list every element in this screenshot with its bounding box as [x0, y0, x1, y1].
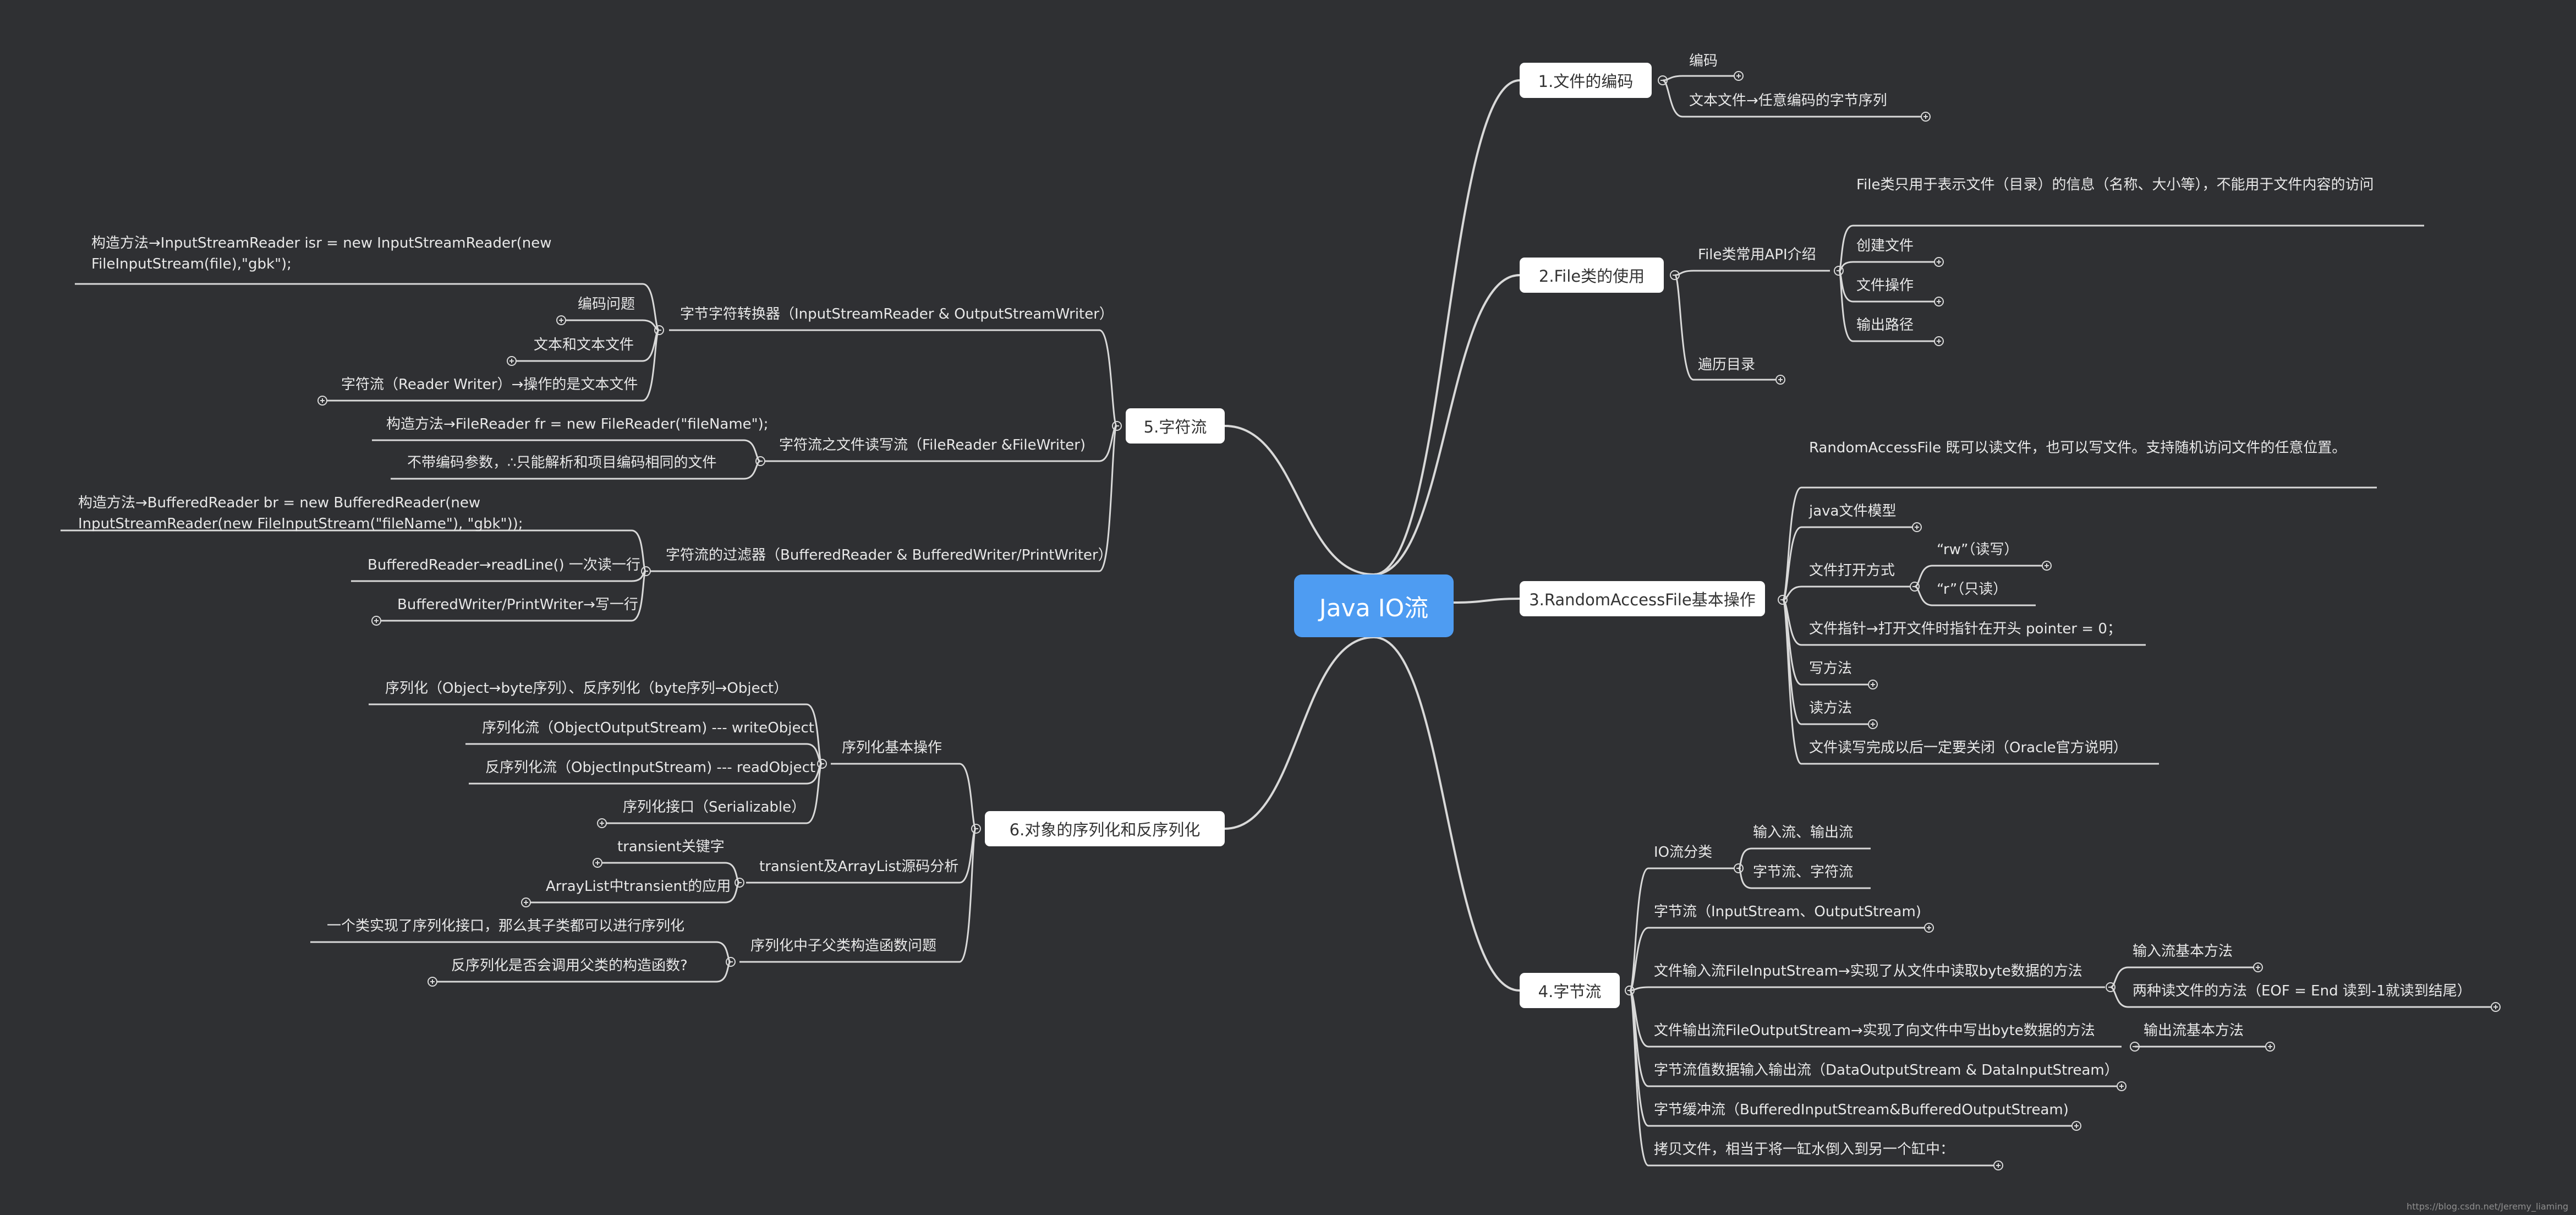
- b6-serialization-def: 序列化（Object→byte序列）、反序列化（byte序列→Object）: [385, 680, 788, 697]
- branch-file-encoding[interactable]: 1.文件的编码: [1520, 63, 1652, 98]
- b4-fileoutputstream: 文件输出流FileOutputStream→实现了向文件中写出byte数据的方法: [1654, 1022, 2095, 1039]
- b3-close-note: 文件读写完成以后一定要关闭（Oracle官方说明）: [1809, 740, 2128, 756]
- branch-file-class[interactable]: 2.File类的使用: [1520, 258, 1664, 293]
- connector-line: [1629, 927, 1649, 992]
- connector-line: [2110, 966, 2129, 988]
- b5-filereader-ctor: 构造方法→FileReader fr = new FileReader("fil…: [386, 416, 769, 433]
- b6-constructor-note1: 一个类实现了序列化接口，那么其子类都可以进行序列化: [327, 918, 685, 934]
- b3-mode-r: “r”（只读）: [1937, 581, 2008, 598]
- connector-line: [1099, 425, 1118, 572]
- b4-io-category: IO流分类: [1654, 844, 1713, 861]
- connector-line: [1099, 329, 1118, 427]
- b4-in-out: 输入流、输出流: [1753, 824, 1854, 841]
- b2-create-file: 创建文件: [1856, 238, 1914, 254]
- connector-line: [1738, 867, 1752, 889]
- connector-line: [1453, 598, 1520, 604]
- connector-line: [743, 439, 761, 462]
- b2-file-ops: 文件操作: [1856, 277, 1914, 294]
- source-credit: https://blog.csdn.net/Jeremy_liaming: [2407, 1201, 2568, 1212]
- connector-line: [743, 460, 761, 480]
- b4-copy-file: 拷贝文件，相当于将一缸水倒入到另一个缸中：: [1654, 1141, 1955, 1158]
- b4-two-read-ways: 两种读文件的方法（EOF = End 读到-1就读到结尾）: [2133, 983, 2471, 999]
- b5-bufferedreader-ctor: 构造方法→BufferedReader br = new BufferedRea…: [78, 495, 523, 532]
- connector-line: [1914, 585, 1933, 606]
- b1-text-file: 文本文件→任意编码的字节序列: [1689, 92, 1887, 109]
- b6-serializable: 序列化接口（Serializable）: [623, 799, 806, 816]
- connector-line: [1373, 636, 1520, 992]
- connector-line: [1782, 599, 1802, 765]
- connector-line: [806, 743, 823, 765]
- b5-encoding-issue: 编码问题: [578, 296, 635, 313]
- connector-line: [1674, 274, 1694, 381]
- connector-line: [1738, 847, 1752, 869]
- b6-transient: transient及ArrayList源码分析: [759, 858, 959, 875]
- b2-traverse-dir: 遍历目录: [1698, 357, 1756, 373]
- connector-line: [642, 329, 660, 402]
- b1-encoding: 编码: [1689, 53, 1718, 69]
- b6-object-input-stream: 反序列化流（ObjectInputStream) --- readObject: [485, 759, 816, 776]
- b3-java-file-model: java文件模型: [1809, 503, 1897, 519]
- branch-byte-stream[interactable]: 4.字节流: [1520, 973, 1620, 1008]
- b5-file-rw: 字符流之文件读写流（FileReader &FileWriter): [779, 437, 1086, 453]
- connector-line: [1782, 526, 1802, 601]
- b6-basic-ops: 序列化基本操作: [842, 740, 942, 756]
- root-node[interactable]: Java IO流: [1294, 574, 1454, 637]
- b4-input-basic: 输入流基本方法: [2133, 943, 2233, 960]
- b5-converter-ctor: 构造方法→InputStreamReader isr = new InputSt…: [91, 235, 552, 272]
- b4-output-basic: 输出流基本方法: [2144, 1022, 2244, 1039]
- b3-write-method: 写方法: [1809, 660, 1852, 677]
- connector-line: [1838, 225, 1854, 272]
- connector-line: [716, 961, 731, 983]
- b6-constructor-issue: 序列化中子父类构造函数问题: [750, 938, 937, 954]
- b5-filter: 字符流的过滤器（BufferedReader & BufferedWriter/…: [666, 547, 1112, 563]
- b2-api-desc: File类只用于表示文件（目录）的信息（名称、大小等），不能用于文件内容的访问: [1856, 177, 2374, 193]
- connector-line: [1224, 425, 1374, 576]
- connector-line: [1373, 79, 1520, 576]
- b6-object-output-stream: 序列化流（ObjectOutputStream) --- writeObject: [482, 720, 814, 736]
- b5-readline: BufferedReader→readLine() 一次读一行: [368, 557, 640, 573]
- b3-desc: RandomAccessFile 既可以读文件，也可以写文件。支持随机访问文件的…: [1809, 440, 2347, 456]
- b3-read-method: 读方法: [1809, 700, 1852, 716]
- b2-api-intro: File类常用API介绍: [1698, 247, 1816, 263]
- b3-open-mode: 文件打开方式: [1809, 562, 1895, 579]
- branch-char-stream[interactable]: 5.字符流: [1126, 408, 1225, 444]
- connector-line: [1914, 565, 1933, 588]
- b5-converter: 字节字符转换器（InputStreamReader & OutputStream…: [680, 306, 1114, 322]
- connector-line: [716, 941, 731, 963]
- b4-stream: 字节流（InputStream、OutputStream): [1654, 904, 1921, 920]
- b5-no-encoding: 不带编码参数，∴只能解析和项目编码相同的文件: [407, 455, 717, 471]
- connector-line: [1662, 79, 1683, 118]
- b4-fileinputstream: 文件输入流FileInputStream→实现了从文件中读取byte数据的方法: [1654, 963, 2082, 979]
- connector-line: [959, 763, 977, 830]
- connector-line: [1838, 270, 1854, 342]
- b4-data-stream: 字节流值数据输入输出流（DataOutputStream & DataInput…: [1654, 1062, 2119, 1079]
- connector-line: [959, 828, 977, 963]
- connector-line: [631, 529, 647, 572]
- connector-line: [2110, 986, 2129, 1008]
- connector-line: [725, 882, 740, 904]
- b5-char-stream: 字符流（Reader Writer）→操作的是文本文件: [341, 376, 638, 393]
- connector-line: [1674, 270, 1694, 276]
- branch-random-access-file[interactable]: 3.RandomAccessFile基本操作: [1520, 581, 1765, 616]
- b3-file-pointer: 文件指针→打开文件时指针在开头 pointer = 0；: [1809, 621, 2122, 637]
- b3-mode-rw: “rw”（读写）: [1937, 541, 2019, 558]
- connector-line: [1373, 274, 1520, 576]
- b4-byte-char: 字节流、字符流: [1753, 864, 1854, 880]
- connector-line: [631, 570, 647, 622]
- connector-line: [642, 283, 660, 331]
- connector-line: [1224, 636, 1374, 830]
- b6-arraylist-transient: ArrayList中transient的应用: [546, 878, 731, 895]
- connector-line: [1782, 585, 1802, 601]
- b5-writeline: BufferedWriter/PrintWriter→写一行: [397, 596, 638, 613]
- b5-text-file: 文本和文本文件: [534, 337, 634, 353]
- connector-line: [806, 763, 823, 824]
- connector-line: [1629, 989, 1649, 1167]
- b2-output-path: 输出路径: [1856, 317, 1914, 333]
- branch-serialization[interactable]: 6.对象的序列化和反序列化: [985, 811, 1225, 846]
- b6-transient-keyword: transient关键字: [617, 839, 725, 855]
- b6-constructor-note2: 反序列化是否会调用父类的构造函数?: [451, 957, 688, 974]
- b4-buffered-stream: 字节缓冲流（BufferedInputStream&BufferedOutput…: [1654, 1102, 2069, 1118]
